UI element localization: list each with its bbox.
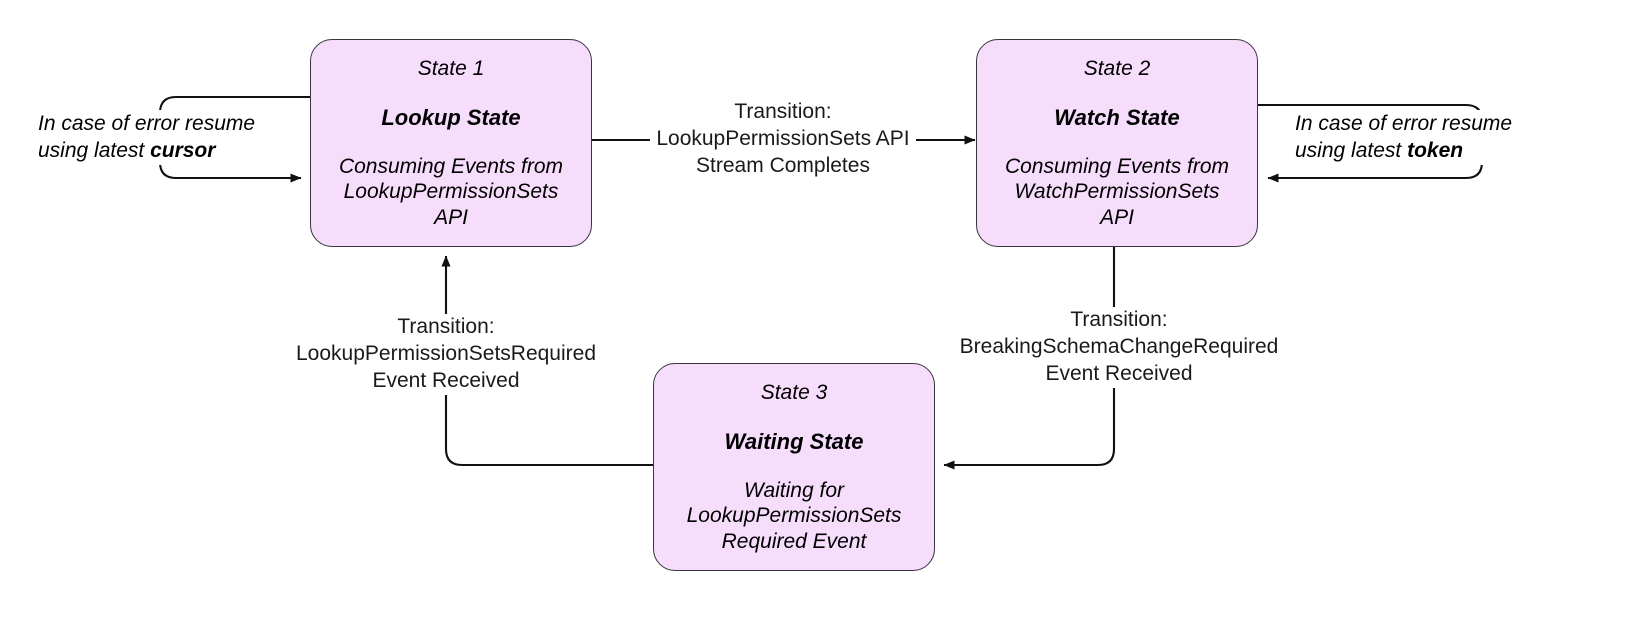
transition-label-state3-to-state1: Transition: LookupPermissionSetsRequired… bbox=[285, 314, 607, 395]
transition-label-t1-line-1: Transition: bbox=[734, 100, 832, 123]
state1-description: Consuming Events from LookupPermissionSe… bbox=[339, 154, 563, 231]
state1-description-line-3: API bbox=[434, 205, 468, 229]
edge-state2-to-state3 bbox=[943, 246, 1116, 470]
state3-index-label: State 3 bbox=[760, 381, 828, 404]
state2-title: Watch State bbox=[1054, 105, 1180, 131]
transition-label-t3-line-2: BreakingSchemaChangeRequired bbox=[959, 334, 1279, 358]
self-loop-note-state2-emphasis: token bbox=[1407, 139, 1464, 163]
self-loop-note-state2-prefix: using latest bbox=[1295, 139, 1408, 163]
transition-label-t3-line-3: Event Received bbox=[1045, 361, 1193, 385]
self-loop-note-state2-line-2: using latest token bbox=[1295, 137, 1545, 164]
transition-label-t2-line-2: LookupPermissionSetsRequired bbox=[296, 341, 596, 365]
state2-description: Consuming Events from WatchPermissionSet… bbox=[1005, 154, 1229, 231]
transition-label-state1-to-state2: Transition: LookupPermissionSets API Str… bbox=[650, 99, 916, 180]
state2-description-line-2: WatchPermissionSets bbox=[1014, 180, 1220, 204]
self-loop-note-state1-prefix: using latest bbox=[38, 139, 151, 163]
transition-label-t3-line-1: Transition: bbox=[1070, 308, 1168, 331]
state1-description-line-2: LookupPermissionSets bbox=[343, 180, 559, 204]
self-loop-note-state2: In case of error resume using latest tok… bbox=[1295, 110, 1545, 165]
self-loop-note-state1: In case of error resume using latest cur… bbox=[38, 110, 278, 165]
state3-description-line-1: Waiting for bbox=[744, 478, 844, 502]
transition-label-t1-line-3: Stream Completes bbox=[696, 153, 870, 177]
state3-description: Waiting for LookupPermissionSets Require… bbox=[687, 478, 902, 555]
self-loop-note-state2-line-1: In case of error resume bbox=[1295, 112, 1513, 135]
state-box-state3[interactable]: State 3 Waiting State Waiting for Lookup… bbox=[653, 363, 935, 571]
state2-description-line-1: Consuming Events from bbox=[1004, 154, 1230, 178]
state2-index-label: State 2 bbox=[1083, 57, 1151, 80]
state2-description-line-3: API bbox=[1100, 205, 1134, 229]
state3-title: Waiting State bbox=[724, 429, 864, 455]
state-box-state2[interactable]: State 2 Watch State Consuming Events fro… bbox=[976, 39, 1258, 247]
transition-label-t2-line-1: Transition: bbox=[397, 315, 495, 338]
self-loop-note-state1-emphasis: cursor bbox=[150, 139, 216, 163]
edge-state3-to-state1 bbox=[441, 255, 654, 467]
transition-label-t1-line-2: LookupPermissionSets API bbox=[656, 126, 910, 150]
transition-label-state2-to-state3: Transition: BreakingSchemaChangeRequired… bbox=[953, 307, 1285, 388]
state1-title: Lookup State bbox=[381, 105, 521, 131]
state3-description-line-3: Required Event bbox=[721, 529, 867, 553]
self-loop-note-state1-line-2: using latest cursor bbox=[38, 137, 278, 164]
state1-description-line-1: Consuming Events from bbox=[338, 154, 564, 178]
transition-label-t2-line-3: Event Received bbox=[372, 368, 520, 392]
state1-index-label: State 1 bbox=[417, 57, 485, 80]
state3-description-line-2: LookupPermissionSets bbox=[686, 504, 902, 528]
self-loop-note-state1-line-1: In case of error resume bbox=[38, 112, 256, 135]
state-box-state1[interactable]: State 1 Lookup State Consuming Events fr… bbox=[310, 39, 592, 247]
